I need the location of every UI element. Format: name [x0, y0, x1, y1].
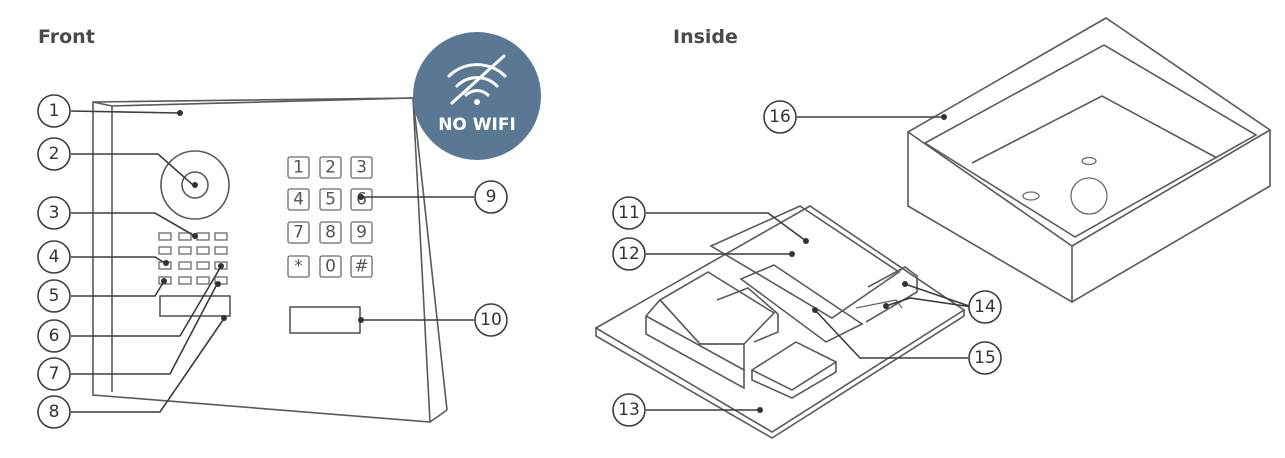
front-leaders — [70, 110, 474, 413]
callout-16: 16 — [763, 100, 797, 134]
svg-text:4: 4 — [293, 190, 304, 210]
svg-text:3: 3 — [49, 203, 60, 223]
svg-text:7: 7 — [293, 223, 304, 243]
keypad-key: # — [350, 255, 373, 278]
keypad: 1 2 3 4 5 6 7 8 9 * 0 # — [287, 156, 373, 278]
svg-text:9: 9 — [486, 187, 497, 207]
callout-9: 9 — [474, 180, 508, 214]
enclosure-box — [906, 17, 1272, 303]
svg-text:14: 14 — [974, 297, 996, 317]
svg-text:13: 13 — [618, 400, 640, 420]
callout-14: 14 — [968, 290, 1002, 324]
card-slot — [159, 295, 231, 317]
inside-leaders — [646, 114, 973, 413]
keypad-key: 9 — [350, 221, 373, 244]
svg-text:1: 1 — [293, 158, 304, 178]
keypad-key: 5 — [319, 188, 342, 211]
callout-13: 13 — [612, 393, 646, 427]
svg-text:16: 16 — [769, 107, 791, 127]
keypad-key: 2 — [319, 156, 342, 179]
svg-text:10: 10 — [480, 310, 502, 330]
callout-10: 10 — [474, 303, 508, 337]
svg-text:9: 9 — [356, 223, 367, 243]
inside-title: Inside — [673, 26, 738, 48]
svg-text:2: 2 — [325, 158, 336, 178]
svg-text:11: 11 — [618, 203, 640, 223]
callout-1: 1 — [37, 94, 71, 128]
callout-7: 7 — [37, 357, 71, 391]
no-wifi-label: NO WIFI — [438, 115, 516, 135]
callout-2: 2 — [37, 137, 71, 171]
svg-text:5: 5 — [49, 286, 60, 306]
svg-text:*: * — [294, 257, 303, 277]
callout-15: 15 — [968, 341, 1002, 375]
svg-text:2: 2 — [49, 144, 60, 164]
no-wifi-icon — [447, 54, 507, 105]
callout-11: 11 — [612, 196, 646, 230]
keypad-key: * — [287, 255, 310, 278]
svg-text:6: 6 — [49, 326, 60, 346]
svg-text:4: 4 — [49, 247, 60, 267]
svg-text:3: 3 — [356, 158, 367, 178]
callout-5: 5 — [37, 279, 71, 313]
component-block — [644, 271, 838, 399]
name-plate — [289, 306, 361, 334]
keypad-key: 8 — [319, 221, 342, 244]
no-wifi-badge: NO WIFI — [413, 32, 541, 160]
svg-text:1: 1 — [49, 101, 60, 121]
svg-text:8: 8 — [49, 402, 60, 422]
svg-text:8: 8 — [325, 223, 336, 243]
keypad-key: 0 — [319, 255, 342, 278]
svg-text:15: 15 — [974, 348, 996, 368]
keypad-key: 7 — [287, 221, 310, 244]
svg-text:7: 7 — [49, 364, 60, 384]
callout-3: 3 — [37, 196, 71, 230]
svg-text:5: 5 — [325, 190, 336, 210]
callout-12: 12 — [612, 237, 646, 271]
sensor-grid — [158, 232, 228, 285]
svg-text:#: # — [354, 257, 368, 277]
circuit-board — [709, 205, 918, 343]
svg-text:0: 0 — [325, 257, 336, 277]
keypad-key: 3 — [350, 156, 373, 179]
keypad-key: 1 — [287, 156, 310, 179]
svg-text:12: 12 — [618, 244, 640, 264]
callout-6: 6 — [37, 319, 71, 353]
callout-8: 8 — [37, 395, 71, 429]
callout-4: 4 — [37, 240, 71, 274]
base-plate — [594, 205, 966, 439]
front-title: Front — [38, 26, 95, 48]
keypad-key: 4 — [287, 188, 310, 211]
